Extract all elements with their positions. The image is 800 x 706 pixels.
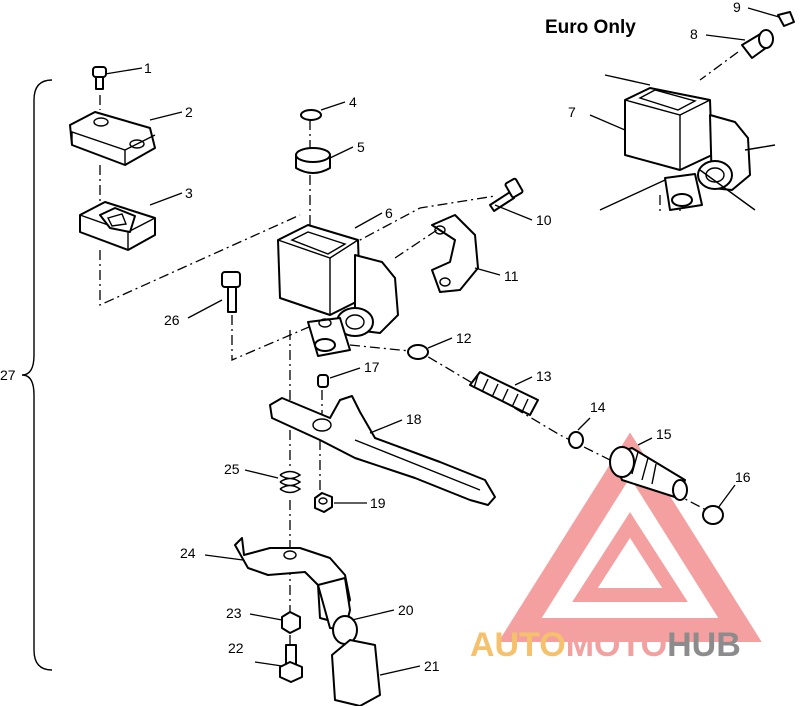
part-11-clamp: [431, 214, 479, 293]
callout-13: 13: [536, 368, 552, 384]
part-8-fitting: [741, 29, 774, 59]
part-14-washer: [568, 431, 584, 449]
watermark-auto: AUTO: [470, 626, 566, 664]
part-13-spring: [469, 371, 539, 416]
part-6-master-cylinder: [277, 224, 399, 357]
part-24-bracket: [234, 537, 351, 623]
callout-22: 22: [228, 640, 244, 656]
callout-6: 6: [385, 205, 393, 221]
part-15-piston: [609, 446, 688, 501]
watermark-hub: HUB: [667, 626, 741, 664]
part-3-diaphragm: [79, 201, 156, 251]
callout-2: 2: [185, 104, 193, 120]
callout-9: 9: [733, 0, 741, 15]
callout-20: 20: [398, 602, 414, 618]
callout-21: 21: [424, 658, 440, 674]
part-19-nut: [314, 492, 333, 513]
part-1-screw: [92, 66, 107, 90]
svg-text:AUTOMOTOHUB: AUTOMOTOHUB: [470, 626, 741, 664]
callout-14: 14: [590, 399, 606, 415]
callout-3: 3: [185, 185, 193, 201]
callout-numbers: 1 2 3 4 5 6 7 8 9 10 11 12 13 14 15 16 1…: [0, 0, 751, 674]
watermark-triangle: [498, 432, 762, 642]
callout-15: 15: [656, 426, 672, 442]
callout-1: 1: [144, 60, 152, 76]
callout-10: 10: [536, 212, 552, 228]
group-27-bracket: [21, 79, 53, 671]
watermark-moto: MOTO: [566, 626, 667, 664]
callout-17: 17: [364, 359, 380, 375]
callout-5: 5: [357, 139, 365, 155]
callout-25: 25: [224, 461, 240, 477]
part-2-cover: [69, 111, 156, 166]
part-5-cap: [295, 147, 331, 174]
part-25-spring: [279, 470, 302, 494]
watermark: AUTOMOTOHUB: [470, 432, 762, 664]
callout-19: 19: [370, 495, 386, 511]
leader-lines: [104, 7, 780, 676]
callout-18: 18: [406, 411, 422, 427]
part-18-lever: [269, 395, 496, 506]
part-22-screw: [279, 644, 303, 683]
part-16-oring: [702, 505, 724, 525]
part-26-bolt: [221, 271, 241, 313]
euro-only-title: Euro Only: [545, 17, 636, 38]
callout-26: 26: [164, 312, 180, 328]
watermark-triangle-inner: [572, 512, 688, 602]
euro-extension-lines: [599, 74, 776, 211]
callout-23: 23: [226, 605, 242, 621]
part-4-washer: [300, 109, 322, 121]
callout-4: 4: [349, 94, 357, 110]
callout-27: 27: [0, 367, 16, 383]
part-10-bolt: [489, 177, 524, 212]
callout-12: 12: [456, 330, 472, 346]
callout-8: 8: [690, 26, 698, 42]
part-23-nut: [281, 611, 301, 634]
part-7-euro-master-cylinder: [624, 87, 751, 211]
callout-7: 7: [568, 104, 576, 120]
part-17-pin: [317, 374, 329, 388]
callout-16: 16: [735, 469, 751, 485]
part-21-tag: [331, 639, 381, 706]
part-20-switch: [317, 577, 358, 645]
part-12-washer: [407, 344, 429, 360]
callout-24: 24: [180, 545, 196, 561]
part-9-screw: [777, 11, 795, 27]
callout-11: 11: [504, 268, 519, 284]
